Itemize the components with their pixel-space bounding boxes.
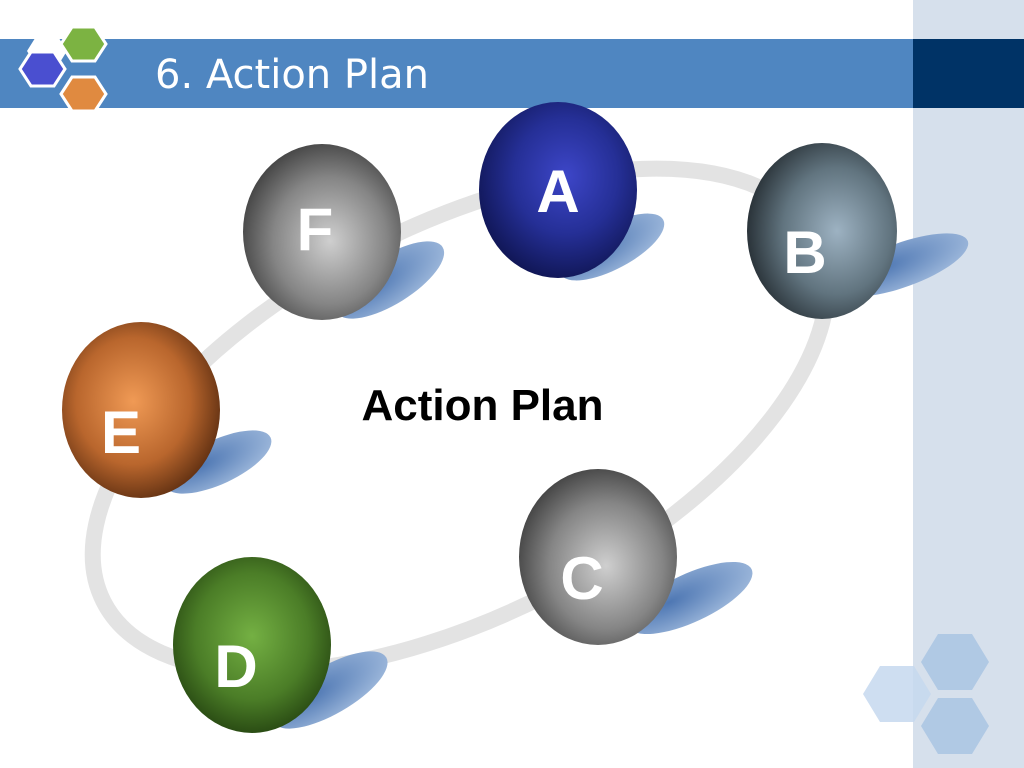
node-c: C (519, 469, 677, 645)
node-d: D (173, 557, 331, 733)
node-a-sphere (479, 102, 637, 278)
decorative-hexagons (863, 634, 989, 754)
node-e: E (62, 322, 220, 498)
node-c-letter: C (560, 545, 603, 612)
node-f-letter: F (297, 196, 334, 263)
title-bar-accent (913, 39, 1024, 108)
node-f-sphere (243, 144, 401, 320)
node-c-sphere (519, 469, 677, 645)
node-e-sphere (62, 322, 220, 498)
node-shadow (627, 561, 753, 635)
node-b-sphere (747, 143, 897, 319)
title-bar (0, 39, 913, 108)
node-b-letter: B (783, 219, 826, 286)
slide-title: 6. Action Plan (155, 52, 429, 98)
node-a: A (479, 102, 637, 278)
node-b: B (747, 143, 897, 319)
node-f: F (243, 144, 401, 320)
node-a-letter: A (536, 158, 579, 225)
node-d-sphere (173, 557, 331, 733)
center-label: Action Plan (361, 381, 604, 430)
hexagon-logo (18, 25, 108, 113)
orange-hexagon-icon (59, 75, 108, 113)
node-d-letter: D (214, 633, 257, 700)
green-hexagon-icon (59, 25, 108, 63)
node-e-letter: E (101, 399, 141, 466)
blue-hexagon-icon (18, 35, 67, 88)
